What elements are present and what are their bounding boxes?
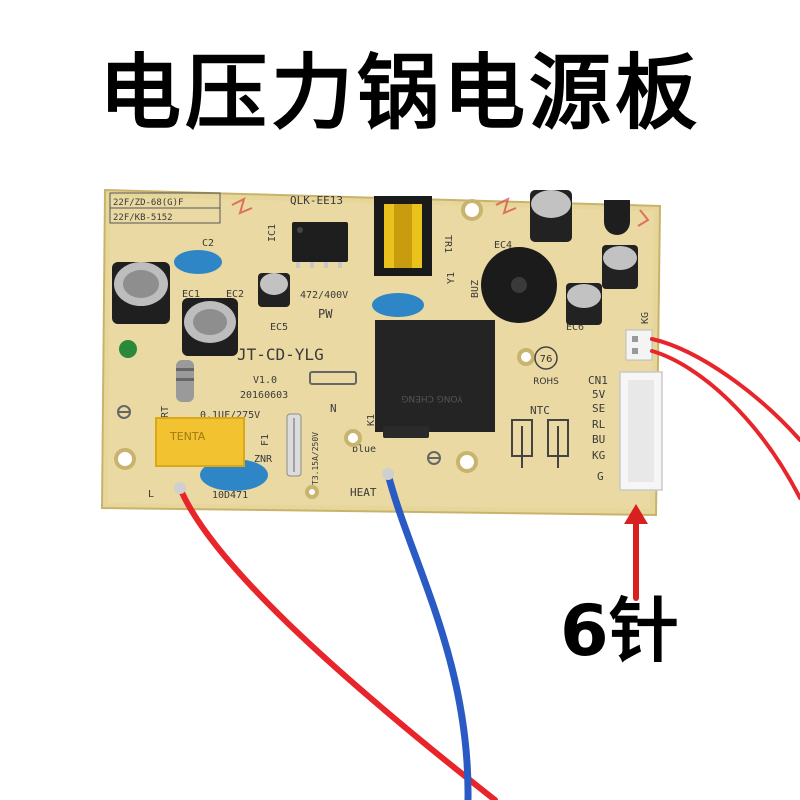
resistor <box>176 360 194 402</box>
ref-kg: KG <box>640 312 651 324</box>
fuse-label: T3.15A/250V <box>311 432 320 485</box>
ref-ec5: EC5 <box>270 322 288 333</box>
rohs-text: ROHS <box>533 377 559 387</box>
ntc-jumpers <box>511 419 569 468</box>
ref-ic1: IC1 <box>267 224 278 242</box>
red-marks <box>231 197 650 227</box>
ntc-label: NTC <box>530 404 550 417</box>
ref-ec6: EC6 <box>566 322 584 333</box>
model-line-1: 22F/ZD-68(G)F <box>113 198 183 208</box>
pin-count-label: 6针 <box>560 590 679 672</box>
x-cap-label: 0.1UF/275V <box>200 410 260 421</box>
ref-f1: F1 <box>260 434 271 446</box>
connector-pin-g: G <box>597 470 604 483</box>
blue-label: blue <box>352 444 376 455</box>
date-label: 20160603 <box>240 390 288 401</box>
ref-k1: K1 <box>366 414 377 426</box>
connector-pin-kg: KG <box>592 449 605 462</box>
varistor-label: 10D471 <box>212 490 248 501</box>
fuse <box>286 413 302 477</box>
connector-pin-bu: BU <box>592 433 605 446</box>
ref-ec2: EC2 <box>226 289 244 300</box>
connector-pin-rl: RL <box>592 418 606 431</box>
page-title: 电压力锅电源板 <box>98 46 701 141</box>
ref-ec4: EC4 <box>494 240 512 251</box>
relay: YONG CHENG <box>375 320 495 432</box>
screw-icons <box>117 405 441 465</box>
ref-l: L <box>148 489 154 500</box>
board-name-label: JT-CD-YLG <box>237 345 324 364</box>
x-capacitor: TENTA <box>155 417 245 467</box>
relay-jumper <box>383 426 429 438</box>
green-component <box>119 340 137 358</box>
solder-joint-heat <box>382 468 394 480</box>
electrolytic-capacitors <box>112 190 638 356</box>
arrow-up-icon <box>624 504 648 601</box>
pw-label: PW <box>318 307 333 321</box>
rohs-badge: 76 ROHS <box>533 346 559 387</box>
cn1-connector <box>619 371 663 491</box>
transistor <box>604 200 630 235</box>
relay-text: YONG CHENG <box>401 393 463 403</box>
ref-ec1: EC1 <box>182 289 200 300</box>
transformer <box>374 196 432 276</box>
ref-tr1: TR1 <box>442 235 453 253</box>
red-wire-left <box>177 485 498 800</box>
buzzer <box>481 247 557 323</box>
ref-buz: BUZ <box>470 280 481 298</box>
model-line-2: 22F/KB-5152 <box>113 213 173 223</box>
red-wires-right <box>650 337 800 500</box>
ref-c2: C2 <box>202 238 214 249</box>
transformer-label: QLK-EE13 <box>290 194 343 207</box>
solder-joint-l <box>174 482 186 494</box>
blue-wire <box>384 470 472 800</box>
rohs-number: 76 <box>540 354 553 365</box>
connector-pin-5v: 5V <box>592 388 606 401</box>
connector-label: CN1 <box>588 374 608 387</box>
kg-connector <box>625 329 653 361</box>
ref-y1: Y1 <box>446 272 457 284</box>
x-cap-brand: TENTA <box>169 430 206 443</box>
ref-rt: RT <box>160 406 171 418</box>
mounting-holes <box>114 199 535 499</box>
connector-pin-se: SE <box>592 402 605 415</box>
jumper-link <box>309 371 357 385</box>
ic-chip <box>292 222 348 268</box>
ref-znr: ZNR <box>254 454 273 465</box>
version-label: V1.0 <box>253 375 277 386</box>
cap-rating-label: 472/400V <box>300 290 348 301</box>
heat-label: HEAT <box>350 486 377 499</box>
ref-n: N <box>330 402 337 415</box>
